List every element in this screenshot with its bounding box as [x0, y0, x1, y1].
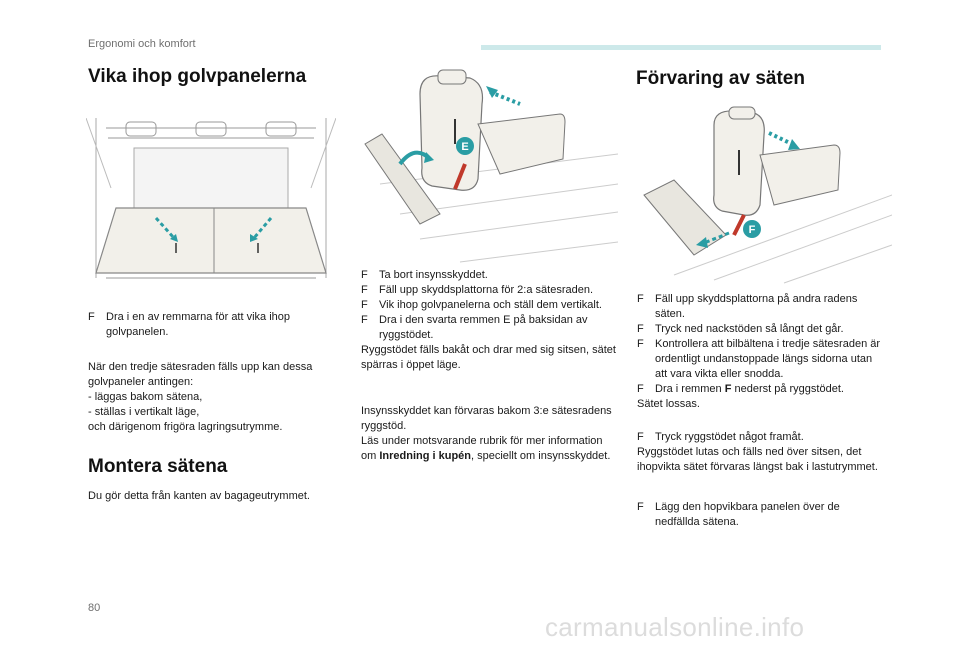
step-text: Fäll upp skyddsplattorna på andra radens…: [655, 293, 858, 320]
step-result: Ryggstödet fälls bakåt och drar med sig …: [361, 344, 616, 371]
step-text: Ta bort insynsskyddet.: [379, 269, 488, 281]
step-text: Vik ihop golvpanelerna och ställ dem ver…: [379, 299, 602, 311]
step-item: F Ta bort insynsskyddet.: [361, 268, 623, 283]
header-rule: [481, 45, 881, 50]
step-marker: F: [88, 311, 95, 323]
step-item: F Dra i den svarta remmen E på baksidan …: [361, 313, 623, 343]
section-title: Ergonomi och komfort: [88, 38, 196, 50]
watermark: carmanualsonline.info: [545, 612, 805, 642]
step-item: F Dra i remmen F nederst på ryggstödet.: [637, 382, 887, 397]
paragraph-mount: Du gör detta från kanten av bagageutrymm…: [88, 490, 310, 502]
step-item: F Tryck ryggstödet något framåt.: [637, 430, 887, 445]
list-item: - läggas bakom sätena,: [88, 391, 203, 403]
seat-storage-illustration: F: [643, 106, 892, 284]
step-item: F Vik ihop golvpanelerna och ställ dem v…: [361, 298, 623, 313]
step-marker: F: [637, 501, 644, 513]
seat-fold-back-illustration: E: [364, 69, 618, 263]
heading-fold-panels: Vika ihop golvpanelerna: [88, 66, 307, 87]
trunk-floor-illustration: [86, 118, 336, 288]
step-marker: F: [361, 299, 368, 311]
strap-step-bold: F: [724, 383, 732, 395]
step-marker: F: [361, 269, 368, 281]
reference-pre: Läs under motsvarande rubrik för mer inf…: [361, 435, 603, 462]
step-result: Sätet lossas.: [637, 398, 700, 410]
paragraph-intro: När den tredje sätesraden fälls upp kan …: [88, 361, 313, 388]
step-text: Lägg den hopvikbara panelen över de nedf…: [655, 501, 840, 528]
step-text: Dra i remmen F nederst på ryggstödet.: [655, 383, 844, 395]
reference-post: , speciellt om insynsskyddet.: [471, 450, 611, 462]
step-marker: F: [361, 284, 368, 296]
step-text: Fäll upp skyddsplattorna för 2:a sätesra…: [379, 284, 594, 296]
step-item: F Lägg den hopvikbara panelen över de ne…: [637, 500, 887, 530]
step-item: F Tryck ned nackstöden så långt det går.: [637, 322, 887, 337]
step-marker: F: [637, 431, 644, 443]
figure-label-e: E: [461, 141, 468, 153]
step-marker: F: [637, 293, 644, 305]
step-item: F Fäll upp skyddsplattorna på andra rade…: [637, 292, 887, 322]
step-pull-strap: F Dra i en av remmarna för att vika ihop…: [88, 310, 333, 340]
step-marker: F: [637, 323, 644, 335]
heading-seat-storage: Förvaring av säten: [636, 68, 805, 89]
note-cover: Insynsskyddet kan förvaras bakom 3:e sät…: [361, 405, 612, 432]
paragraph-outro: och därigenom frigöra lagringsutrymme.: [88, 421, 283, 433]
reference-text: Läs under motsvarande rubrik för mer inf…: [361, 434, 616, 464]
step-item: F Fäll upp skyddsplattorna för 2:a sätes…: [361, 283, 623, 298]
strap-step-post: nederst på ryggstödet.: [731, 383, 844, 395]
figure-label-f: F: [749, 224, 756, 236]
step-text: Tryck ryggstödet något framåt.: [655, 431, 804, 443]
page-number: 80: [88, 602, 101, 614]
step-result: Ryggstödet lutas och fälls ned över sits…: [637, 446, 878, 473]
reference-bold: Inredning i kupén: [379, 450, 472, 462]
step-marker: F: [637, 383, 644, 395]
step-text: Dra i en av remmarna för att vika ihop g…: [106, 311, 291, 338]
step-text: Tryck ned nackstöden så långt det går.: [655, 323, 844, 335]
heading-mount-seats: Montera sätena: [88, 456, 228, 477]
strap-step-pre: Dra i remmen: [655, 383, 725, 395]
list-item: - ställas i vertikalt läge,: [88, 406, 200, 418]
step-item: F Kontrollera att bilbältena i tredje sä…: [637, 337, 887, 382]
step-marker: F: [637, 338, 644, 350]
step-text: Dra i den svarta remmen E på baksidan av…: [379, 314, 588, 341]
step-marker: F: [361, 314, 368, 326]
step-text: Kontrollera att bilbältena i tredje säte…: [655, 338, 881, 380]
